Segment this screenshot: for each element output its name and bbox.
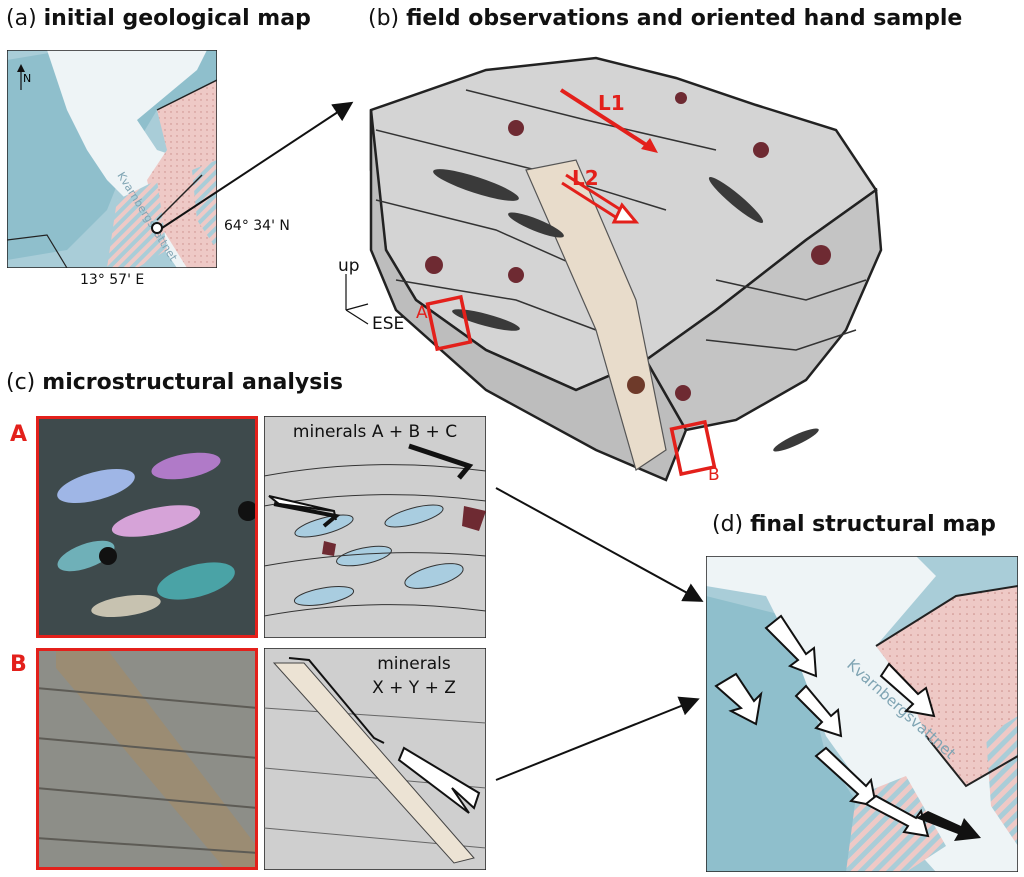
panel-a-text: initial geological map (43, 6, 311, 31)
hand-sample-block: L1 L2 A B (336, 50, 896, 490)
sample-box-a (425, 294, 473, 352)
panel-b-prefix: (b) (368, 6, 407, 31)
panel-b-text: field observations and oriented hand sam… (406, 6, 963, 31)
panel-d-title: (d) final structural map (712, 512, 996, 537)
connector-sketch-a-to-map (495, 487, 704, 602)
final-structural-map: Kvarnbergsvattnet (706, 556, 1018, 872)
sketch-b: minerals X + Y + Z (264, 648, 486, 870)
photomicrograph-b (36, 648, 258, 870)
longitude-label: 13° 57' E (80, 272, 145, 288)
row-a-label: A (10, 422, 28, 447)
latitude-label: 64° 34' N (224, 218, 290, 234)
photomicrograph-a-graphic (36, 416, 258, 638)
sample-box-b (669, 419, 717, 477)
axis-ese-label: ESE (372, 314, 405, 334)
photomicrograph-b-graphic (36, 648, 258, 870)
box-a-label: A (416, 303, 428, 323)
sketch-a: minerals A + B + C (264, 416, 486, 638)
minerals-xyz-label-line2: X + Y + Z (372, 678, 456, 698)
axis-up-label: up (338, 256, 360, 276)
panel-d-prefix: (d) (712, 512, 751, 537)
sketch-a-graphic (264, 416, 486, 638)
box-b-label: B (708, 465, 720, 485)
minerals-abc-label: minerals A + B + C (292, 422, 458, 442)
panel-b-title: (b) field observations and oriented hand… (368, 6, 962, 31)
orientation-axes-graphic (345, 274, 369, 325)
connector-map-to-sample (161, 101, 354, 229)
hand-sample-graphic: L1 L2 A B (369, 56, 883, 485)
panel-a-prefix: (a) (6, 6, 44, 31)
sketch-b-graphic (264, 648, 486, 870)
panel-a-title: (a) initial geological map (6, 6, 311, 31)
panel-c-title: (c) microstructural analysis (6, 370, 343, 395)
connector-sketch-b-to-map (495, 696, 700, 781)
orientation-axes (328, 252, 418, 342)
north-arrow-label: N (23, 72, 31, 85)
initial-map-graphic: Kvarnbergsvattnet N (7, 50, 217, 268)
panel-c-prefix: (c) (6, 370, 43, 395)
row-b-label: B (10, 652, 27, 677)
initial-map: Kvarnbergsvattnet N (7, 50, 217, 268)
final-structural-map-graphic: Kvarnbergsvattnet (706, 556, 1018, 872)
lineation-l1-label: L1 (598, 91, 625, 115)
panel-c-text: microstructural analysis (42, 370, 343, 395)
lineation-l2-label: L2 (572, 166, 599, 190)
panel-d-text: final structural map (750, 512, 996, 537)
photomicrograph-a (36, 416, 258, 638)
minerals-xyz-label-line1: minerals (377, 654, 451, 674)
